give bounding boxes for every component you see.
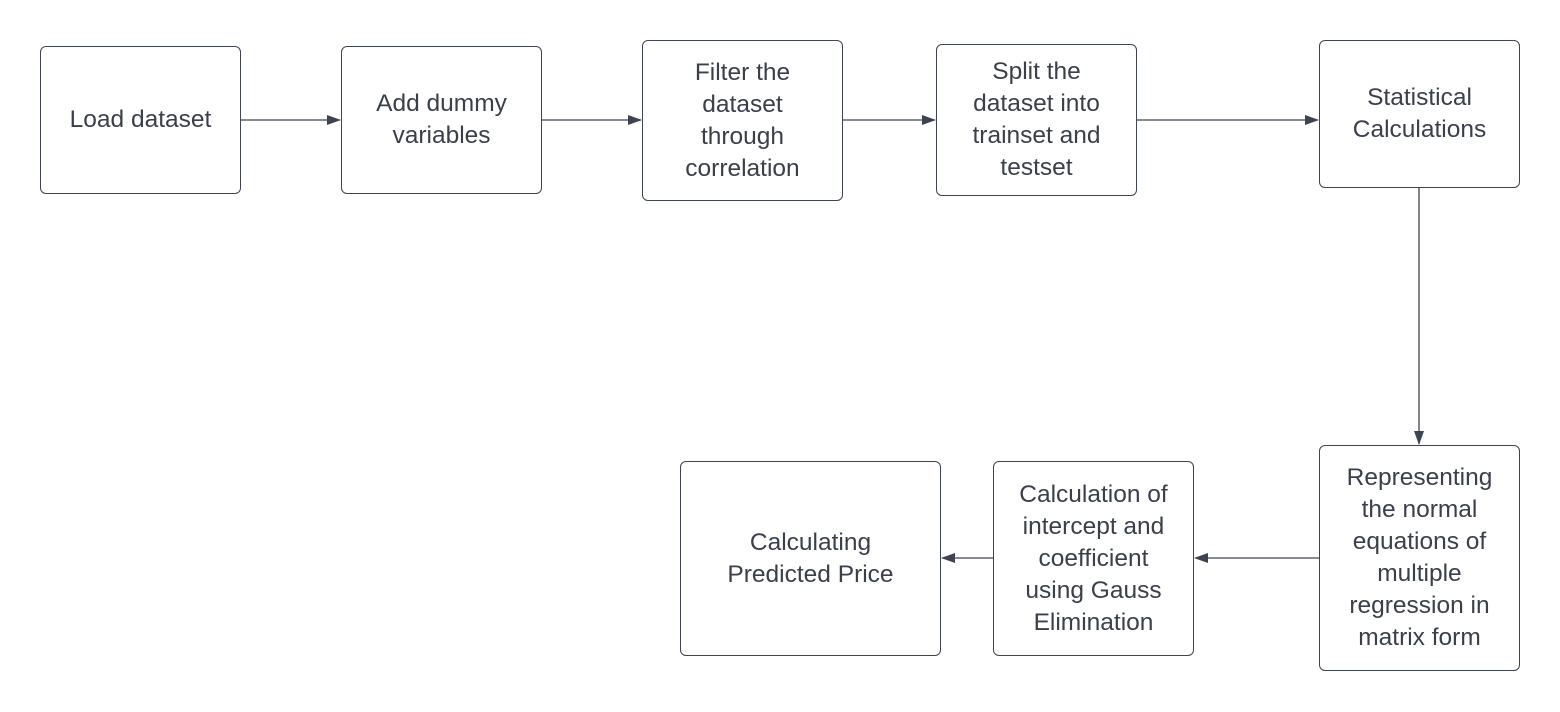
node-label: Filter the dataset through correlation [685,58,800,182]
node-filter-through-correlation: Filter the dataset through correlation [642,40,843,201]
node-normal-equations-matrix: Representing the normal equations of mul… [1319,445,1520,671]
node-label: Statistical Calculations [1352,84,1487,143]
node-predicted-price: Calculating Predicted Price [680,461,941,656]
node-label: Add dummy variables [376,90,507,149]
node-label: Split the dataset into trainset and test… [972,58,1101,181]
node-add-dummy-variables: Add dummy variables [341,46,542,194]
node-load-dataset: Load dataset [40,46,241,194]
node-label: Calculating Predicted Price [727,528,894,588]
node-gauss-elimination: Calculation of intercept and coefficient… [993,461,1194,656]
node-split-dataset: Split the dataset into trainset and test… [936,44,1137,196]
node-label: Representing the normal equations of mul… [1346,464,1493,651]
node-label: Load dataset [69,106,212,133]
node-statistical-calculations: Statistical Calculations [1319,40,1520,188]
node-label: Calculation of intercept and coefficient… [1019,480,1168,636]
